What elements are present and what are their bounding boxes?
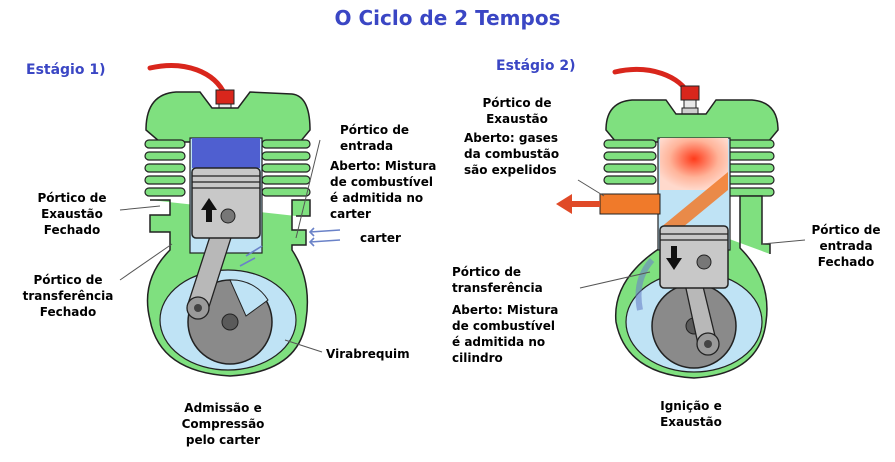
spark-plug-wire — [612, 67, 693, 99]
engine-stage1 — [119, 63, 341, 377]
cooling-fins-left — [603, 139, 657, 185]
label-carter: carter — [360, 231, 401, 245]
transfer-passage — [635, 257, 655, 311]
piston — [191, 167, 261, 239]
compressed-charge — [192, 138, 260, 168]
intake-arrow-icon — [239, 227, 341, 267]
page-title: O Ciclo de 2 Tempos — [334, 6, 561, 30]
cylinder-head — [605, 99, 779, 143]
exhaust-port — [599, 193, 661, 215]
exhaust-arrow-icon — [556, 194, 600, 214]
piston — [659, 225, 729, 289]
stage1-heading: Estágio 1) — [26, 62, 106, 78]
cooling-fins-right — [261, 139, 311, 197]
cooling-fins-right — [725, 139, 775, 197]
spark-plug-wire — [147, 63, 228, 98]
arrow-down-icon — [666, 246, 682, 270]
label-virabrequim: Virabrequim — [326, 347, 410, 361]
arrow-up-icon — [201, 198, 217, 222]
stage2-heading: Estágio 2) — [496, 58, 576, 74]
cylinder-head — [145, 91, 311, 143]
cooling-fins-left — [144, 139, 186, 197]
engine-stage2 — [556, 67, 806, 379]
